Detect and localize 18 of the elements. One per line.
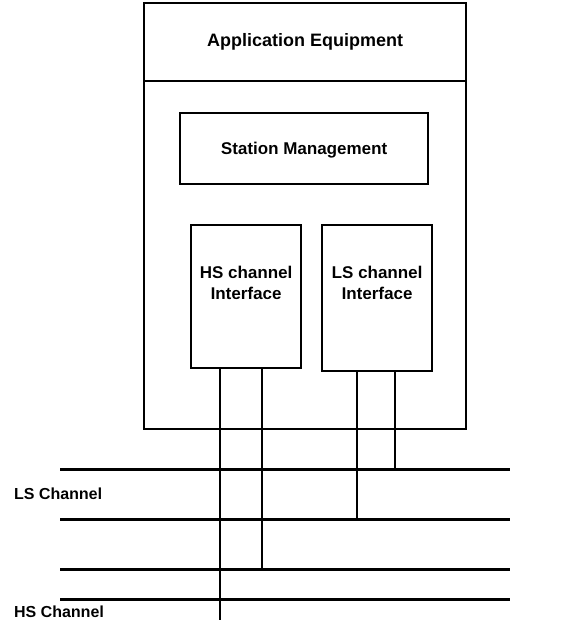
connector-line [261, 367, 263, 568]
bus-line [60, 518, 510, 521]
bus-line [60, 568, 510, 571]
connector-line [394, 370, 396, 468]
connector-line [356, 370, 358, 518]
module-box [190, 224, 302, 369]
connector-line [219, 367, 221, 598]
bus-line [60, 468, 510, 471]
bus-line [60, 598, 510, 601]
equipment-box [143, 2, 467, 430]
channel-label: HS Channel [14, 604, 104, 620]
module-box [179, 112, 429, 185]
channel-label: LS Channel [14, 486, 102, 504]
module-box [321, 224, 433, 372]
box-label: HS channel Interface [198, 262, 294, 304]
heading: Application Equipment [206, 30, 404, 51]
box-label: LS channel Interface [330, 262, 424, 304]
box-label: Station Management [220, 138, 388, 159]
